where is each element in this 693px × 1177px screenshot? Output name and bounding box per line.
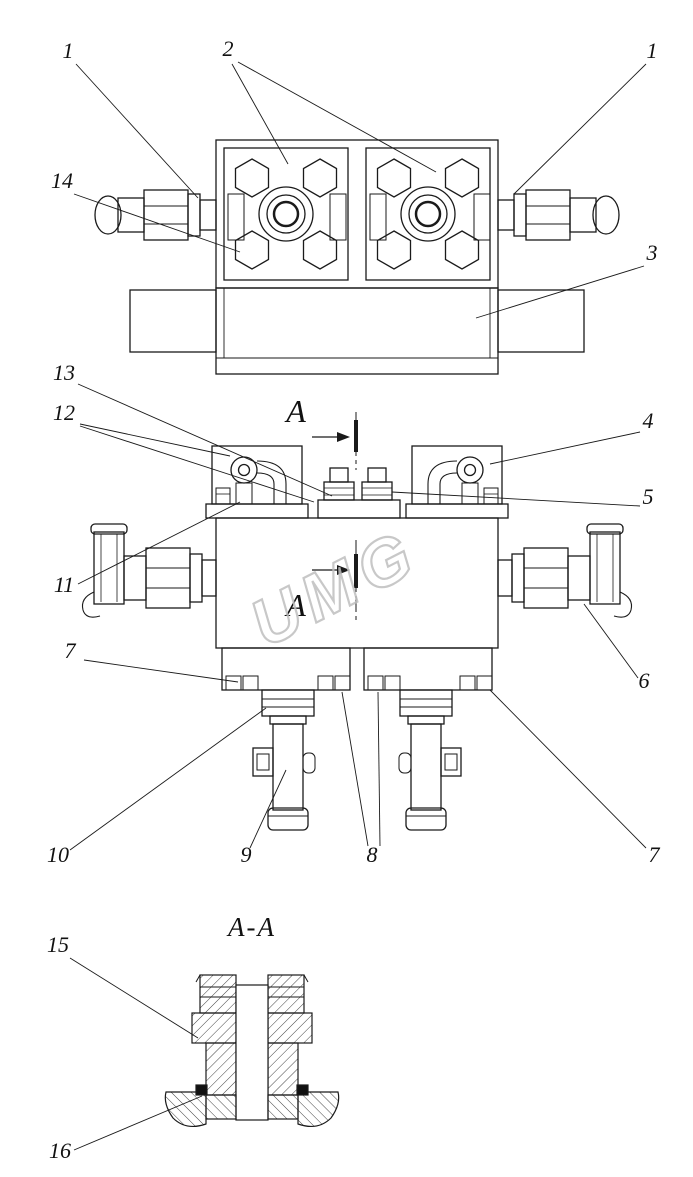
- callout-14: 14: [51, 168, 73, 193]
- callout-labels: 1 2 1 14 3 13 12 4 5 11 7 6 10 9 8 7 15 …: [47, 36, 661, 1163]
- callout-12: 12: [53, 400, 75, 425]
- callout-13: 13: [53, 360, 75, 385]
- front-view-lower-blocks: [221, 647, 493, 691]
- front-view-left-side-fitting: [81, 523, 217, 618]
- callout-10: 10: [47, 842, 69, 867]
- callout-16: 16: [49, 1138, 71, 1163]
- top-view-right-fitting: [497, 189, 620, 241]
- front-view-bottom-right-fitting: [398, 689, 462, 831]
- callout-7-left: 7: [65, 638, 77, 663]
- front-view-bottom-left-fitting: [252, 689, 316, 831]
- callout-11: 11: [54, 572, 74, 597]
- callout-15: 15: [47, 932, 69, 957]
- top-view-flange-plate: [215, 139, 499, 289]
- callout-5: 5: [643, 484, 654, 509]
- callout-8: 8: [367, 842, 378, 867]
- watermark: UMG: [238, 514, 430, 661]
- callout-1-right: 1: [647, 38, 658, 63]
- section-view: [164, 974, 340, 1128]
- o-ring-right: [296, 1084, 309, 1096]
- section-letter-top: A: [284, 393, 306, 429]
- front-view-left-elbow-unit: [205, 445, 309, 519]
- section-cut-line: [312, 412, 358, 624]
- section-letter-bottom: A: [284, 587, 306, 623]
- top-view-left-fitting: [94, 189, 217, 241]
- leader-lines: [69, 61, 647, 1151]
- front-view-center-plugs: [317, 467, 401, 519]
- o-ring-left: [195, 1084, 208, 1096]
- section-arrow-top: [337, 432, 350, 442]
- section-arrow-bottom: [337, 565, 350, 575]
- section-view-title: A-A: [226, 912, 276, 942]
- callout-2: 2: [223, 36, 234, 61]
- top-view: [94, 139, 620, 375]
- front-view-right-side-fitting: [497, 523, 633, 618]
- callout-9: 9: [241, 842, 252, 867]
- front-view: [81, 445, 633, 831]
- front-view-right-elbow-unit: [405, 445, 509, 519]
- callout-6: 6: [639, 668, 650, 693]
- callout-4: 4: [643, 408, 654, 433]
- top-view-body: [129, 287, 585, 375]
- callout-7-right: 7: [649, 842, 661, 867]
- callout-1-left: 1: [63, 38, 74, 63]
- callout-3: 3: [646, 240, 658, 265]
